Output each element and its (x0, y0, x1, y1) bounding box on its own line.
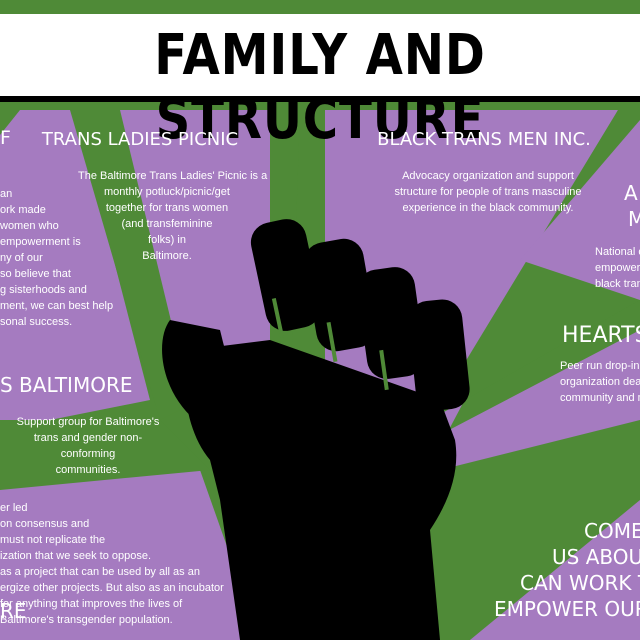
cta-line-2: US ABOUT (552, 545, 640, 569)
ray-green-left-middle (0, 420, 210, 490)
cta-line-3: CAN WORK TOG (520, 571, 640, 595)
cta-line-1: COME T (584, 519, 640, 543)
ray-purple-bottom-left (0, 470, 260, 640)
baltimore-group-title: S BALTIMORE (0, 373, 133, 397)
section-top-left-title: F (0, 127, 11, 149)
ray-purple-far-right (520, 120, 640, 300)
trans-ladies-picnic-body: The Baltimore Trans Ladies' Picnic is a … (78, 170, 267, 262)
section-top-right-title-line1: A (624, 181, 638, 205)
black-trans-men-body: Advocacy organization and support struct… (394, 170, 582, 214)
ray-purple-left (0, 110, 150, 430)
title-banner: FAMILY AND STRUCTURE (0, 14, 640, 152)
baltimore-group-body: Support group for Baltimore's trans and … (16, 416, 160, 476)
cta-line-4: EMPOWER OUR CO (494, 597, 640, 621)
section-bottom-left-body: er led on consensus and must not replica… (0, 502, 224, 626)
ray-purple-bottom-right (470, 500, 640, 640)
poster-title: FAMILY AND STRUCTURE (154, 23, 486, 152)
hearts-title: HEARTS (562, 323, 640, 348)
trans-ladies-picnic-title: TRANS LADIES PICNIC (41, 129, 239, 150)
section-top-left-body: an ork made women who empowerment is ny … (0, 188, 114, 328)
hearts-body: Peer run drop-in ce organization dea com… (560, 360, 640, 404)
section-bottom-left-title: RE (0, 599, 27, 623)
ray-purple-right-middle (430, 330, 640, 470)
raised-fist-icon (162, 219, 470, 640)
section-top-right-title-line2: M (628, 207, 640, 231)
section-top-right-body: National o empowermen black tran (595, 246, 640, 290)
ray-purple-upper-left (120, 110, 270, 420)
black-trans-men-title: BLACK TRANS MEN INC. (377, 129, 591, 150)
